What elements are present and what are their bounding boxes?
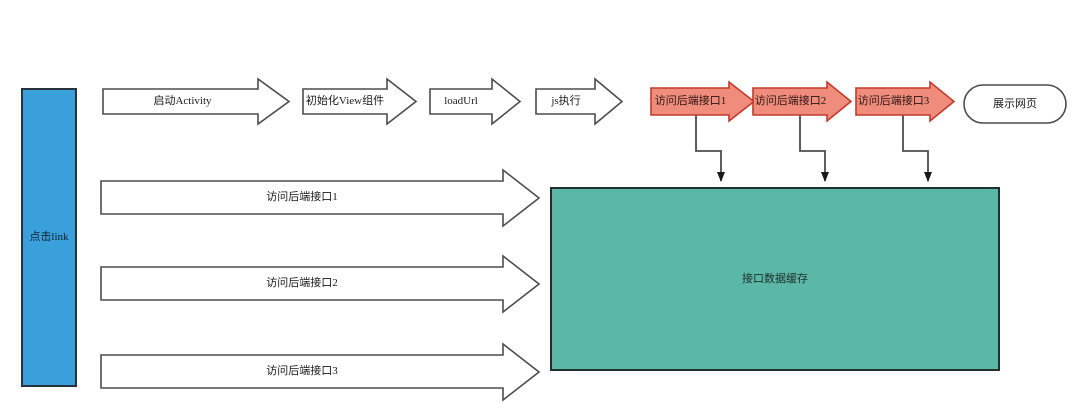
- show-webpage-pill[interactable]: [963, 84, 1067, 124]
- arrow-api-1[interactable]: [650, 80, 756, 123]
- api-data-cache-box[interactable]: [550, 187, 1000, 371]
- long-arrow-api-3[interactable]: [100, 342, 541, 402]
- arrow-js-exec[interactable]: [535, 77, 624, 126]
- connector-api-2-to-cache: [799, 110, 829, 182]
- arrow-api-3[interactable]: [855, 80, 956, 123]
- connector-api-3-to-cache: [902, 110, 932, 182]
- arrow-init-view[interactable]: [302, 77, 418, 126]
- long-arrow-api-2[interactable]: [100, 254, 541, 314]
- arrow-api-2[interactable]: [752, 80, 853, 123]
- connector-api-1-to-cache: [695, 110, 725, 182]
- click-link-box[interactable]: [21, 88, 77, 387]
- arrow-load-url[interactable]: [429, 77, 522, 126]
- arrow-start-activity[interactable]: [102, 77, 291, 126]
- long-arrow-api-1[interactable]: [100, 168, 541, 228]
